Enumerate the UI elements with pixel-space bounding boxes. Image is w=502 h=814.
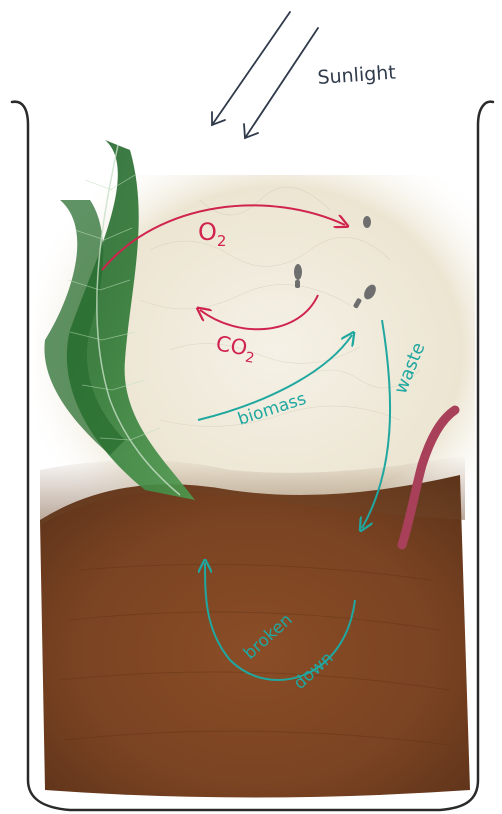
soil — [40, 455, 470, 798]
sunlight-label: Sunlight — [317, 62, 397, 89]
sunlight-arrows — [212, 12, 318, 138]
